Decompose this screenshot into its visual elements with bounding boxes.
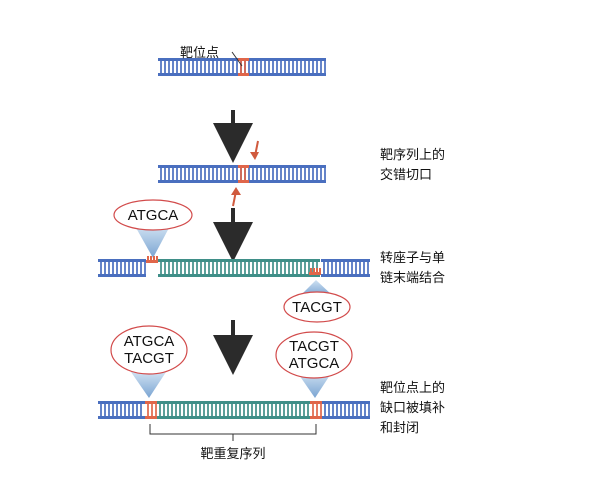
transposon-dna <box>158 259 320 277</box>
target-duplicate-left <box>145 401 157 419</box>
bubble-seq-final-left-2: TACGT <box>124 350 174 367</box>
staggered-cut-marker <box>238 165 249 183</box>
bubble-seq-final-left-1: ATGCA <box>124 333 175 350</box>
bubble-seq-final-right-1: TACGT <box>289 338 339 355</box>
target-repeat-label: 靶重复序列 <box>200 446 265 462</box>
host-dna-left-overhang <box>146 256 158 263</box>
sequence-bubble-final-right <box>275 331 353 379</box>
host-dna-right <box>321 259 370 277</box>
bubble-cone-final-right <box>297 372 332 398</box>
step1-label-line1: 靶序列上的 <box>380 147 445 163</box>
sequence-bubble-top-left <box>113 199 193 231</box>
target-site-marker <box>238 58 249 76</box>
cut-dna-row <box>158 165 326 183</box>
host-dna-right-overhang <box>309 268 321 275</box>
transposon-dna <box>157 401 310 419</box>
target-repeat-bracket <box>149 424 317 441</box>
step3-label-line1: 靶位点上的 <box>380 380 445 396</box>
target-dna-row <box>158 58 326 76</box>
target-duplicate-right <box>310 401 322 419</box>
step3-label-line3: 和封闭 <box>380 421 419 436</box>
sequence-bubble-bottom-right <box>283 291 351 323</box>
cut-arrow-bottom-head <box>231 187 241 195</box>
bubble-seq-final-right-2: ATGCA <box>289 355 340 372</box>
sealed-dna-row <box>98 401 370 419</box>
target-site-leader-line <box>231 51 243 67</box>
bubble-cone-top-left <box>135 226 170 258</box>
step3-label-line2: 缺口被填补 <box>380 401 445 416</box>
sequence-bubble-final-left <box>110 325 188 375</box>
cut-arrow-top-head <box>250 152 259 160</box>
bubble-cone-final-left <box>131 372 166 398</box>
host-dna-left <box>98 401 145 419</box>
host-dna-right <box>322 401 370 419</box>
bubble-seq-bottom-right: TACGT <box>292 299 342 316</box>
bubble-seq-top-left: ATGCA <box>128 207 179 224</box>
step2-label-line2: 链末端结合 <box>380 271 445 286</box>
transposon-joined-row <box>98 256 370 277</box>
target-site-label: 靶位点 <box>180 46 219 61</box>
step2-label-line1: 转座子与单 <box>380 251 445 266</box>
host-dna-left <box>98 259 146 277</box>
step1-label-line2: 交错切口 <box>380 167 432 183</box>
